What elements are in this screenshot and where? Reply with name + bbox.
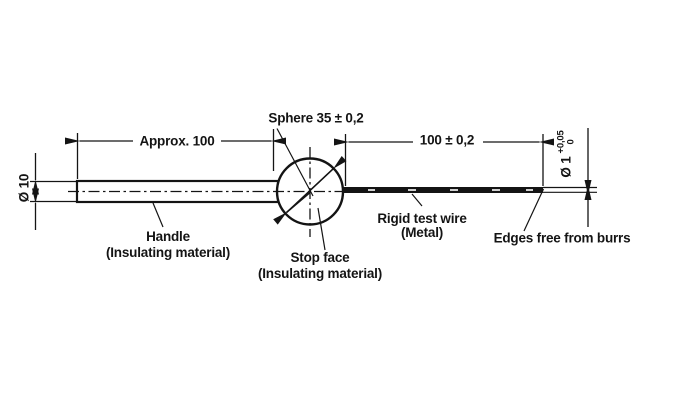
test-wire — [342, 187, 543, 193]
label-wire-material: (Metal) — [400, 225, 444, 240]
dim-text-wire-length: 100 ± 0,2 — [417, 131, 477, 149]
label-handle-material: (Insulating material) — [105, 245, 231, 260]
label-sphere: Sphere 35 ± 0,2 — [268, 110, 364, 126]
label-handle-name: Handle — [146, 229, 190, 244]
leader-lines — [152, 128, 545, 251]
label-stop-face-name: Stop face — [290, 250, 350, 265]
leader-sphere — [276, 128, 314, 197]
tolerance-lower: 0 — [565, 139, 576, 145]
dim-text-handle-length: Approx. 100 — [137, 132, 217, 150]
label-stop-face: Stop face (Insulating material) — [258, 250, 382, 282]
dim-text-wire-diameter: Ø 1 +0,05 0 — [556, 130, 577, 178]
dim-handle-diameter — [30, 153, 77, 230]
dim-text-handle-diameter: Ø 10 — [16, 173, 32, 203]
dim-wire-length — [334, 134, 554, 186]
label-edges-free-from-burrs: Edges free from burrs — [493, 230, 631, 246]
label-rigid-test-wire: Rigid test wire (Metal) — [377, 212, 466, 240]
label-stop-face-material: (Insulating material) — [257, 266, 383, 281]
wire-end-extension-lines — [543, 186, 597, 193]
label-handle: Handle (Insulating material) — [106, 229, 230, 261]
leader-wire — [411, 193, 423, 207]
leader-stop-face — [317, 207, 326, 251]
dim-handle-length — [65, 129, 286, 179]
leader-edges — [523, 188, 545, 232]
dim-wire-diameter-value: Ø 1 — [558, 156, 574, 178]
label-wire-name: Rigid test wire — [377, 211, 467, 226]
dim-wire-diameter-tolerance: +0,05 0 — [556, 130, 577, 153]
leader-handle — [152, 202, 164, 228]
